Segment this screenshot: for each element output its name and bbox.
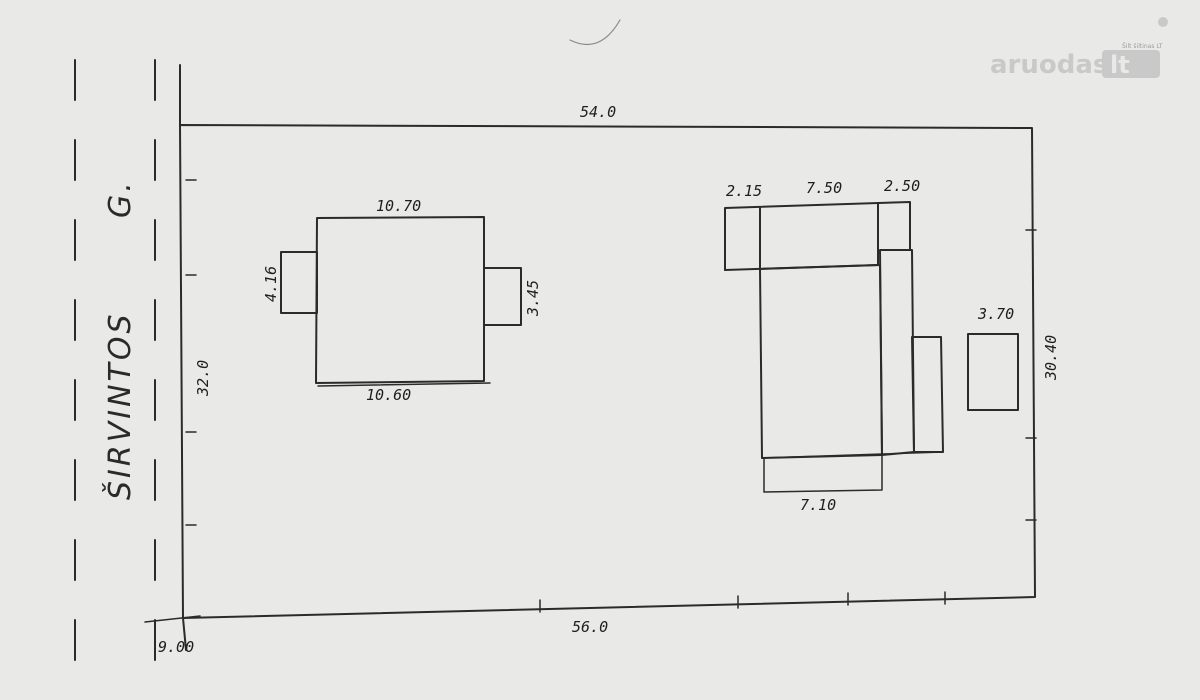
building-left-bottom-dimline	[317, 382, 491, 387]
building-left-main	[315, 216, 485, 384]
building-left	[280, 216, 522, 387]
plot-top-dimension: 54.0	[580, 103, 616, 121]
watermark-tld-badge	[1102, 50, 1160, 78]
building-right-dimension-c: 2.50	[884, 177, 920, 195]
paper-stain	[569, 19, 621, 46]
building-right-dimension-a: 2.15	[726, 182, 762, 200]
plot-right-dimension: 30.40	[1042, 335, 1060, 381]
watermark-dot-icon	[1158, 17, 1168, 27]
street-suffix: G.	[103, 179, 138, 218]
building-left-top-dimension: 10.70	[376, 197, 421, 215]
building-right-top-strip	[724, 201, 911, 271]
plot-bottom-dimension: 56.0	[572, 618, 608, 636]
building-left-west-wing	[280, 251, 318, 314]
watermark-tag: Šilt šiltinas LT	[1122, 43, 1163, 50]
building-right-bottom-dimension: 7.10	[800, 496, 836, 514]
outbuilding-dimension: 3.70	[977, 305, 1014, 323]
street-name: ŠIRVINTOS	[101, 311, 138, 500]
building-right	[724, 201, 944, 493]
watermark-logo: aruodas lt Šilt šiltinas LT	[990, 17, 1168, 80]
building-right-dimension-b: 7.50	[806, 179, 842, 197]
plot-left-extension-bottom	[182, 617, 187, 651]
boundary-ticks	[185, 179, 1037, 613]
watermark-brand: aruodas	[990, 50, 1108, 80]
building-left-east-dimension: 3.45	[524, 280, 542, 317]
plot-corner-dimension: 9.00	[158, 638, 194, 656]
outbuilding	[967, 333, 1019, 411]
plot-left-dimension: 32.0	[194, 360, 212, 397]
plot-boundary	[179, 124, 1036, 619]
plot-corner-tick	[144, 615, 201, 623]
building-left-west-dimension: 4.16	[262, 266, 280, 302]
watermark-tld: lt	[1110, 51, 1130, 79]
building-right-bottom-dimline	[763, 454, 883, 493]
building-left-bottom-dimension: 10.60	[366, 386, 411, 404]
building-left-east-wing	[483, 267, 522, 326]
building-right-base-line	[761, 451, 944, 459]
